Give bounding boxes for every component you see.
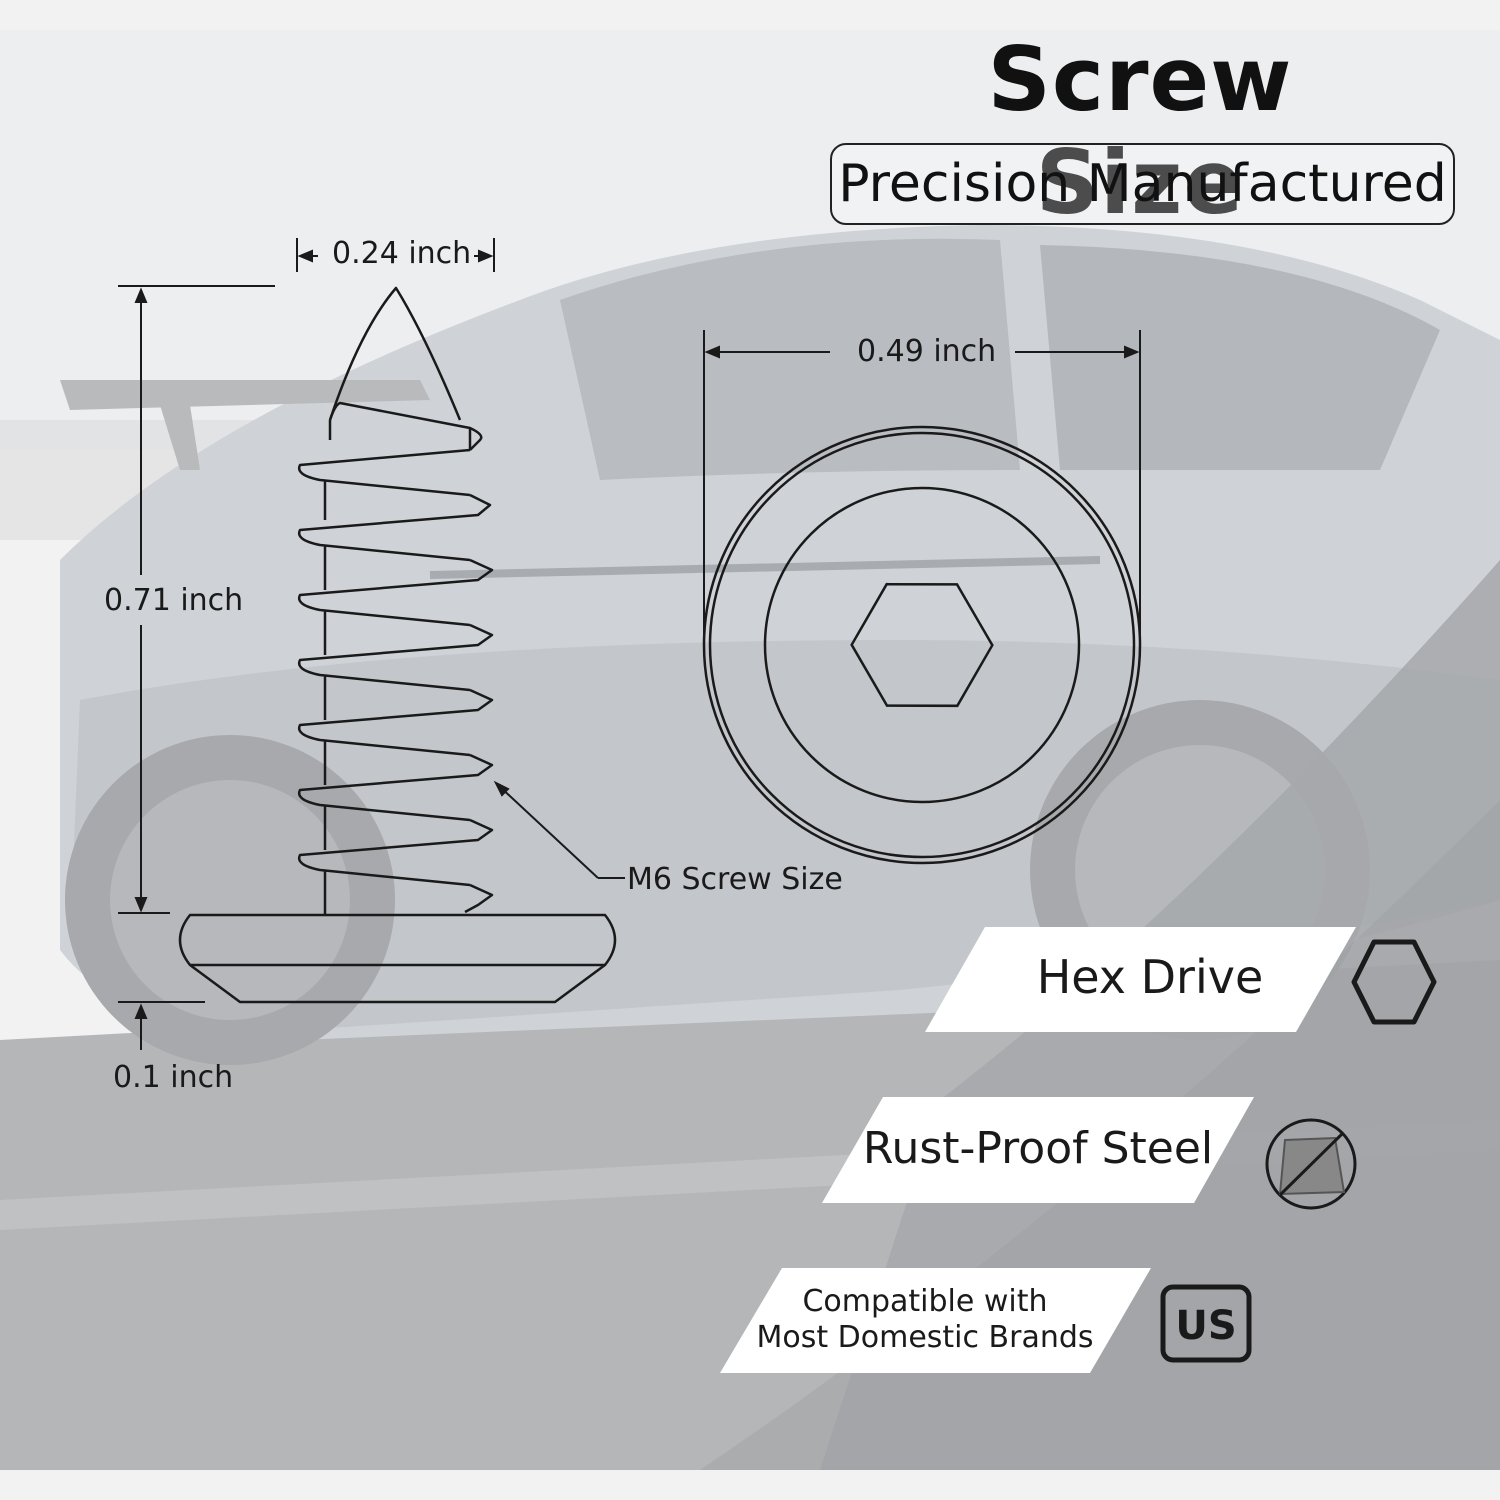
compatibility-label-line1: Compatible with <box>802 1284 1048 1319</box>
hex-drive-banner <box>925 927 1356 1032</box>
rust-proof-banner <box>822 1097 1254 1203</box>
thread-size-label: M6 Screw Size <box>627 862 843 897</box>
us-badge-text: US <box>1175 1303 1236 1349</box>
length-label: 0.71 inch <box>104 583 244 618</box>
us-badge-icon: US <box>1160 1284 1252 1363</box>
subtitle-text: Precision Manufactured <box>838 154 1447 214</box>
head-thickness-label: 0.1 inch <box>113 1060 234 1095</box>
hex-drive-label: Hex Drive <box>1036 950 1264 1004</box>
rust-proof-label: Rust-Proof Steel <box>862 1123 1214 1174</box>
no-rust-icon <box>1265 1118 1357 1210</box>
compatibility-banner <box>720 1268 1151 1373</box>
compatibility-label-line2: Most Domestic Brands <box>756 1320 1094 1355</box>
head-diameter-label: 0.49 inch <box>857 334 997 369</box>
subtitle-badge: Precision Manufactured <box>830 143 1455 225</box>
page-title: Screw Size <box>987 28 1293 234</box>
shank-width-label: 0.24 inch <box>332 236 472 271</box>
hexagon-icon <box>1351 939 1437 1025</box>
